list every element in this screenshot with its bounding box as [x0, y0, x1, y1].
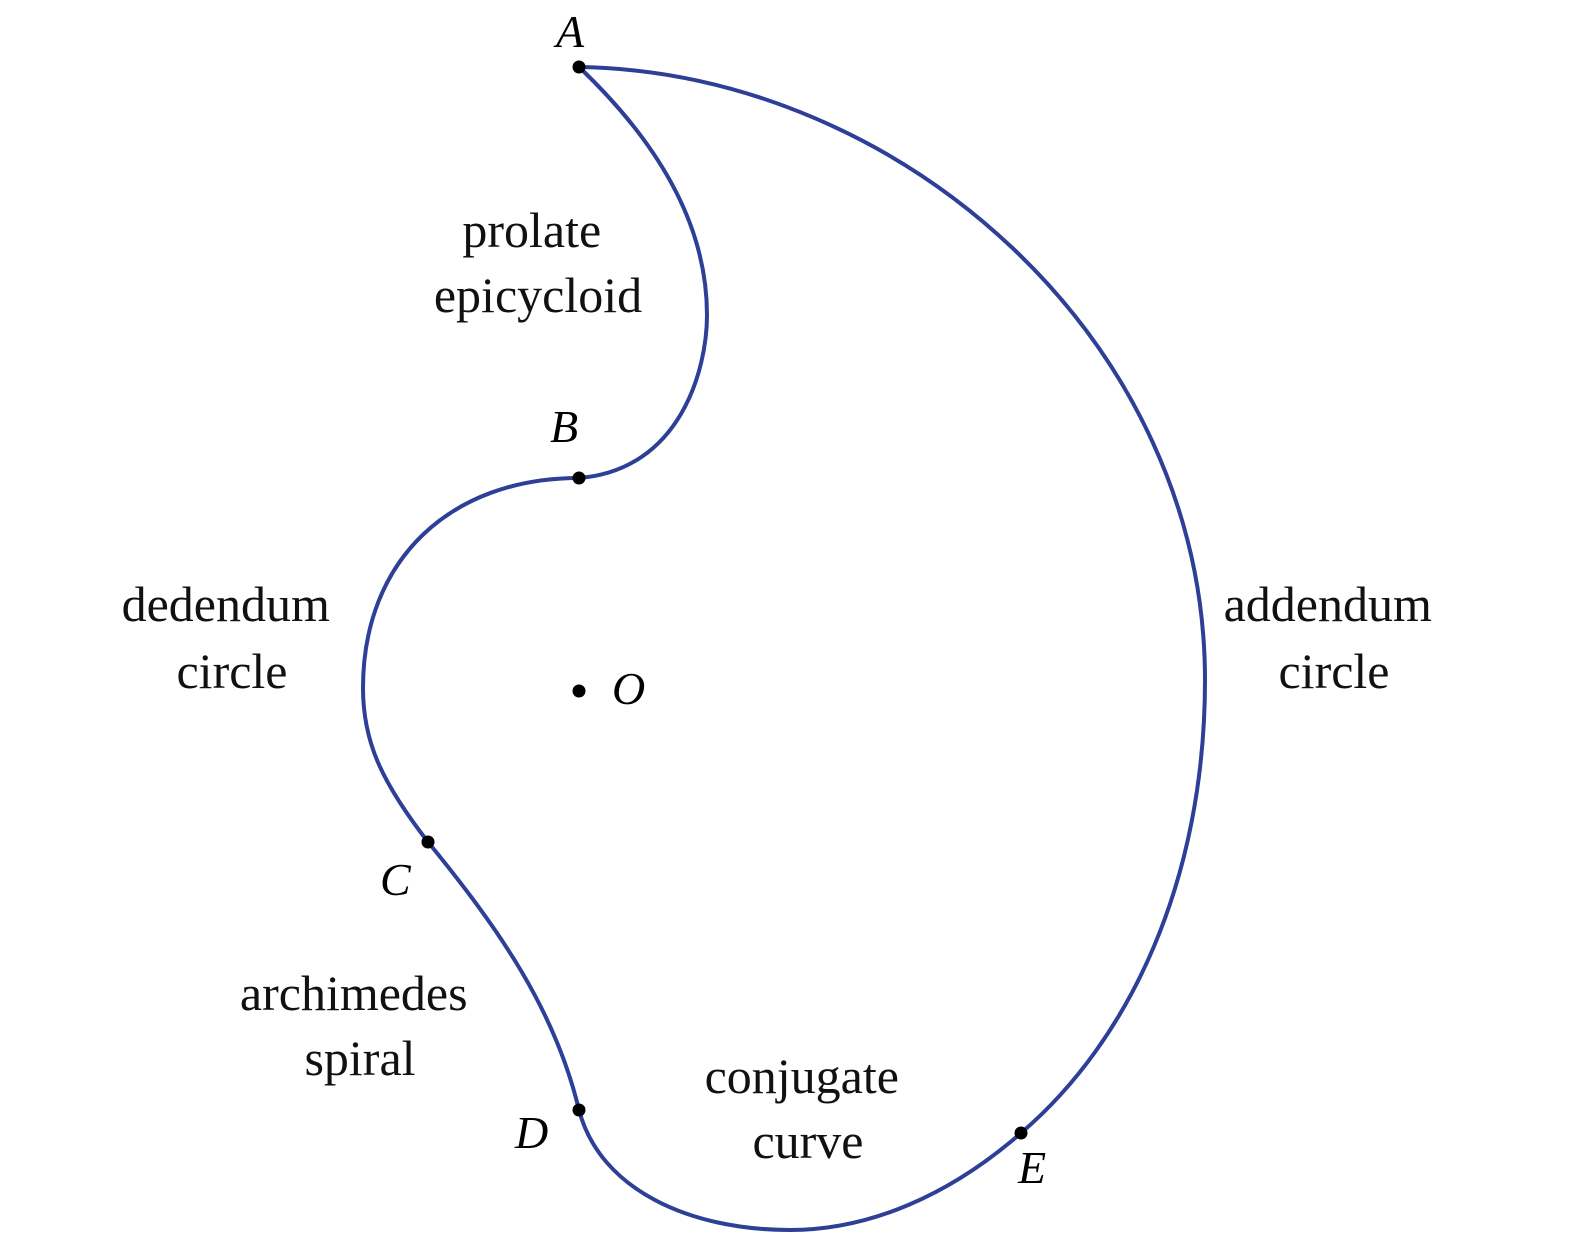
label-addendum-circle: addendum circle [1224, 576, 1445, 699]
point-c-label: C [380, 854, 412, 905]
point-a-dot [572, 60, 586, 74]
profile-segment-addendum-circle [577, 65, 1207, 1135]
profile-segment-archimedes-spiral [426, 840, 581, 1112]
label-conjugate-curve-line2: curve [752, 1113, 863, 1169]
profile-segment-prolate-epicycloid [577, 65, 709, 480]
point-d-dot [572, 1103, 586, 1117]
label-dedendum-circle: dedendum circle [122, 576, 343, 699]
label-dedendum-circle-line2: circle [176, 643, 287, 699]
label-archimedes-spiral-line1: archimedes [240, 965, 468, 1021]
point-a-label: A [553, 6, 585, 57]
point-e-label: E [1017, 1142, 1046, 1193]
label-conjugate-curve-line1: conjugate [705, 1048, 899, 1104]
label-addendum-circle-line1: addendum [1224, 576, 1432, 632]
label-prolate-epicycloid: prolate epicycloid [434, 202, 642, 323]
label-conjugate-curve: conjugate curve [705, 1048, 912, 1169]
point-d-label: D [514, 1107, 548, 1158]
point-o-label: O [612, 663, 645, 714]
point-o-dot [572, 684, 586, 698]
profile-segment-conjugate-curve [577, 1108, 1023, 1232]
profile-segment-dedendum-circle [361, 476, 581, 844]
label-archimedes-spiral-line2: spiral [304, 1030, 415, 1086]
point-b-label: B [550, 401, 578, 452]
label-addendum-circle-line2: circle [1278, 643, 1389, 699]
point-b-dot [572, 471, 586, 485]
point-e-dot [1014, 1126, 1028, 1140]
point-c-dot [421, 835, 435, 849]
label-prolate-epicycloid-line2: epicycloid [434, 267, 642, 323]
label-prolate-epicycloid-line1: prolate [462, 202, 601, 258]
label-dedendum-circle-line1: dedendum [122, 576, 330, 632]
label-archimedes-spiral: archimedes spiral [240, 965, 480, 1086]
